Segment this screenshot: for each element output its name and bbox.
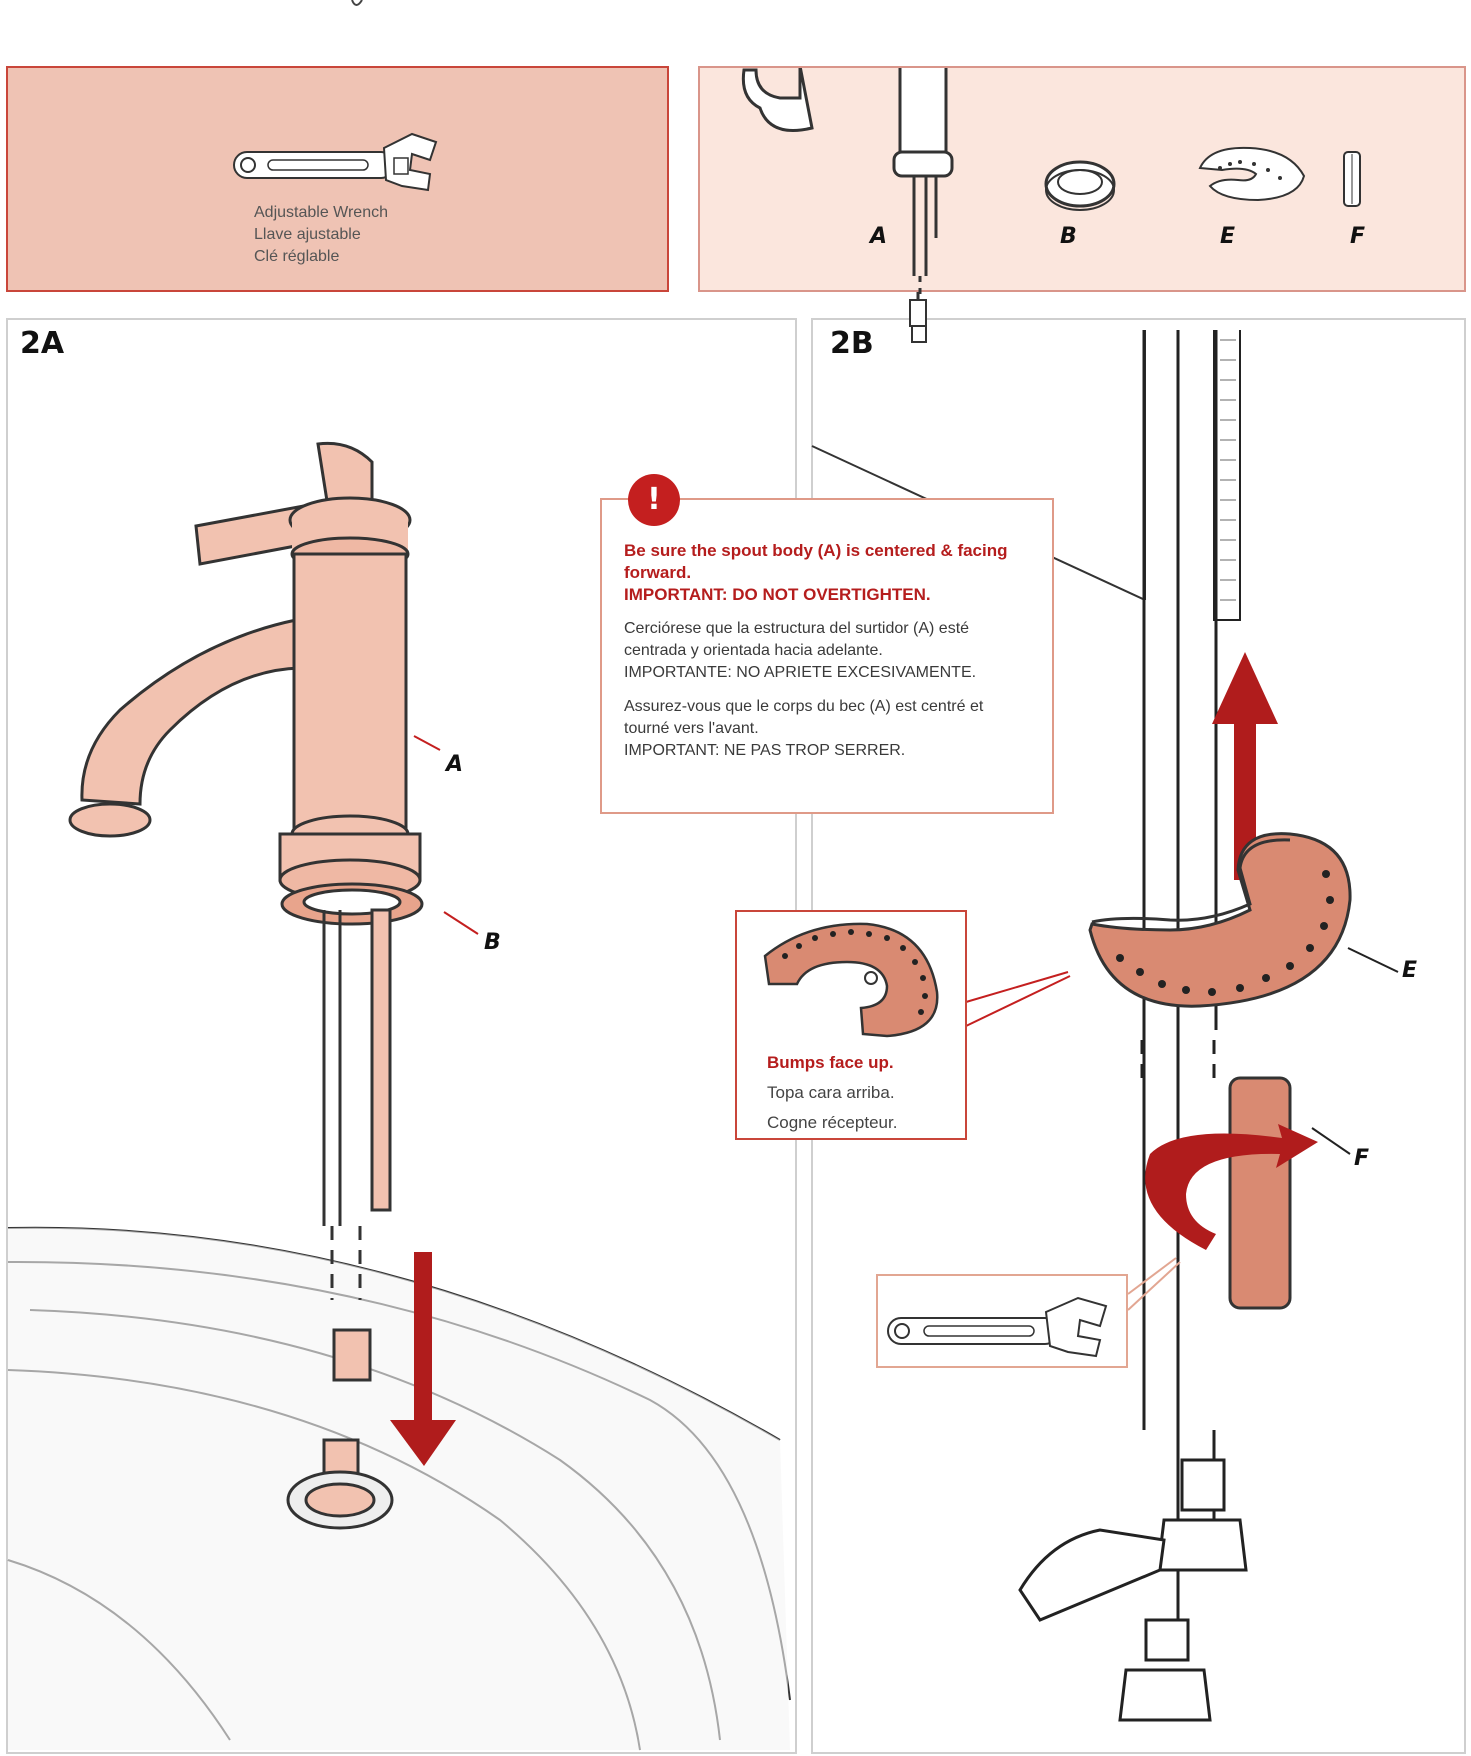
callout-label-a: A <box>446 752 464 777</box>
step-2b-label: 2B <box>826 326 878 361</box>
wrench-icon <box>887 1296 1108 1358</box>
tools-box: Adjustable Wrench Llave ajustable Clé ré… <box>6 66 669 292</box>
warning-es-text: Cerciórese que la estructura del surtido… <box>624 620 970 659</box>
callout-label-b: B <box>484 930 501 955</box>
arrow-up-icon <box>1212 652 1278 880</box>
warning-en-line2: IMPORTANT: DO NOT OVERTIGHTEN. <box>624 585 931 604</box>
warning-callout: Be sure the spout body (A) is centered &… <box>600 498 1054 814</box>
part-label-a: A <box>870 224 888 249</box>
wrench-callout <box>876 1274 1128 1368</box>
part-b-ring-icon <box>1044 160 1116 211</box>
warning-fr-text: Assurez-vous que le corps du bec (A) est… <box>624 698 984 737</box>
bumps-callout: Bumps face up. Topa cara arriba. Cogne r… <box>735 910 967 1140</box>
wrench-icon <box>233 132 438 192</box>
part-label-f: F <box>1350 224 1366 249</box>
callout-line-e <box>1347 947 1399 973</box>
tool-name-list: Adjustable Wrench Llave ajustable Clé ré… <box>254 202 388 268</box>
exclamation-icon: ! <box>628 474 680 526</box>
warning-es-important: IMPORTANTE: NO APRIETE EXCESIVAMENTE. <box>624 664 977 681</box>
parts-illustration <box>741 68 1361 294</box>
callout-line-f <box>1311 1127 1351 1155</box>
part-label-e: E <box>1220 224 1236 249</box>
shank-f <box>1228 1076 1292 1310</box>
tool-name-en: Adjustable Wrench <box>254 204 388 221</box>
bumps-text: Bumps face up. Topa cara arriba. Cogne r… <box>767 1048 897 1138</box>
part-a-faucet-icon <box>741 68 954 294</box>
parts-box: A B E F <box>698 66 1466 294</box>
warning-fr-important: IMPORTANT: NE PAS TROP SERRER. <box>624 742 906 759</box>
warning-fr: Assurez-vous que le corps du bec (A) est… <box>624 696 1030 762</box>
washer-e-bumps <box>1116 870 1334 996</box>
rotate-arrow-icon <box>1145 1124 1318 1250</box>
supply-lines <box>1140 330 1241 1640</box>
bumps-fr: Cogne récepteur. <box>767 1113 898 1132</box>
bumps-es: Topa cara arriba. <box>767 1083 895 1102</box>
part-e-washer-icon <box>1198 146 1306 202</box>
washer-detail-icon <box>763 922 939 1038</box>
tool-name-es: Llave ajustable <box>254 226 361 243</box>
washer-e <box>1088 832 1352 1008</box>
hose-fittings <box>1018 1458 1248 1722</box>
bumps-en: Bumps face up. <box>767 1053 894 1072</box>
faucet-body <box>68 441 424 1530</box>
part-label-b: B <box>1060 224 1077 249</box>
callout-label-f: F <box>1354 1146 1370 1171</box>
callout-line-b <box>443 911 479 935</box>
tool-name-fr: Clé réglable <box>254 248 340 265</box>
warning-en-line1: Be sure the spout body (A) is centered &… <box>624 541 1008 582</box>
arrow-down-icon <box>390 1252 456 1466</box>
callout-label-e: E <box>1402 958 1418 983</box>
part-f-shank-icon <box>1343 151 1361 207</box>
callout-line-a <box>413 735 441 751</box>
warning-es: Cerciórese que la estructura del surtido… <box>624 618 1030 684</box>
flex-tube <box>1220 339 1236 601</box>
step-2a-label: 2A <box>16 326 69 361</box>
